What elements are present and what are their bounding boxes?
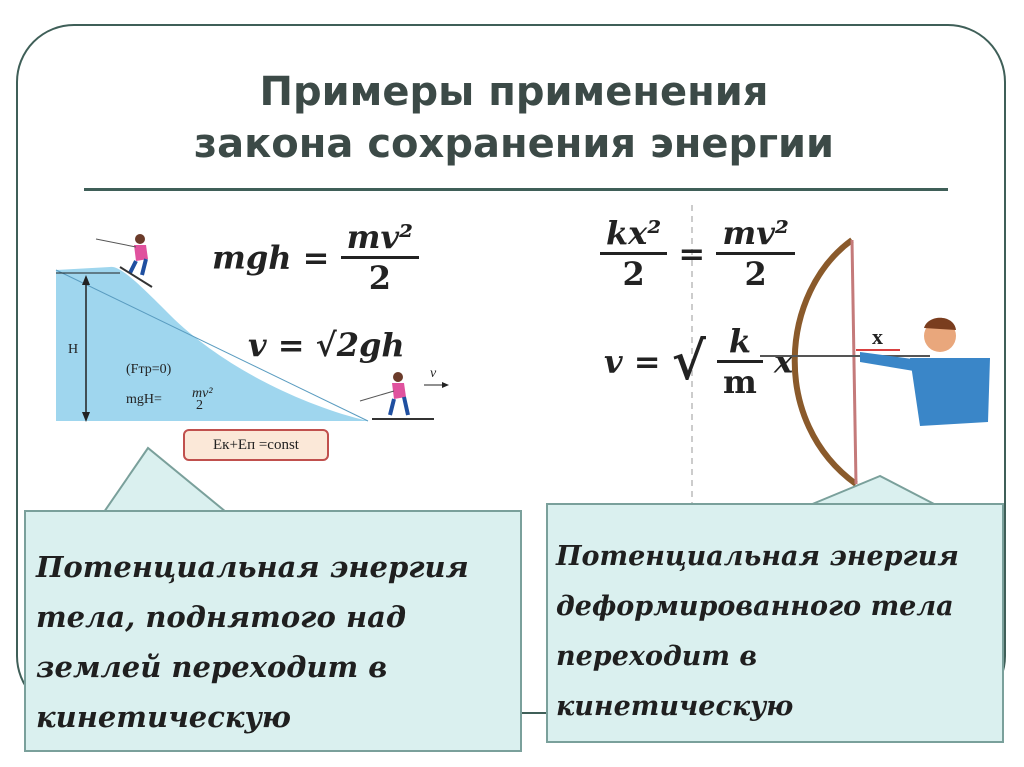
archer-illustration: x <box>760 237 990 487</box>
energy-label-denominator: 2 <box>196 398 203 413</box>
archer <box>860 317 990 426</box>
right-line-1: Потенциальная энергия <box>556 541 959 572</box>
bow-string <box>850 239 858 485</box>
stretch-label: x <box>872 324 883 349</box>
left-line-2: тела, поднятого над <box>36 600 407 634</box>
formula-velocity-gravity-text: v = √2gh <box>248 326 405 364</box>
formula-velocity-gravity: v = √2gh <box>248 326 405 364</box>
right-callout-text: Потенциальная энергия деформированного т… <box>556 532 959 732</box>
height-label: H <box>68 342 78 357</box>
formula-spring-equals: = <box>678 234 706 273</box>
velocity-label: v <box>430 366 437 381</box>
energy-const-text: Eк+Eп =const <box>213 437 299 453</box>
title-line-2: закона сохранения энергии <box>193 121 835 167</box>
formula-spring-fraction-right: mv² 2 <box>716 214 795 293</box>
formula-gravity-numerator: mv² <box>340 218 420 259</box>
formula-gravity-fraction: mv² 2 <box>340 218 420 297</box>
skier-top <box>95 234 153 288</box>
formula-gravity-lhs: mgh = <box>212 238 330 277</box>
formula-velocity-spring-lhs: v = <box>604 342 661 381</box>
left-callout-box <box>24 510 522 752</box>
right-line-2: деформированного тела <box>556 591 954 622</box>
left-line-4: кинетическую <box>36 700 291 734</box>
right-line-3: переходит в <box>556 641 758 672</box>
left-box-pointer <box>102 446 229 513</box>
left-line-3: землей переходит в <box>36 650 388 684</box>
slope-shape <box>56 233 368 421</box>
skier-bottom <box>359 372 434 420</box>
formula-velocity-spring: v = √ k m x <box>604 322 793 401</box>
right-box-pointer <box>809 474 937 506</box>
sqrt-sign: √ <box>671 331 706 392</box>
slide-title: Примеры применения закона сохранения эне… <box>84 66 944 170</box>
height-arrow-bottom <box>82 412 90 422</box>
formula-velocity-spring-fraction: k m <box>717 322 763 401</box>
right-callout-box <box>546 503 1004 743</box>
slope-surface <box>55 269 369 422</box>
formula-velocity-spring-x: x <box>774 342 794 381</box>
formula-velocity-spring-denominator: m <box>723 363 757 401</box>
energy-label: mgH= <box>126 392 162 407</box>
energy-label-numerator: mv² <box>192 386 213 401</box>
formula-gravity-energy: mgh = mv² 2 <box>212 218 420 297</box>
slope-illustration: H (Fтр=0) mgH= mv² 2 v <box>55 233 449 422</box>
formula-gravity-denominator: 2 <box>368 259 391 297</box>
dashed-separator <box>691 205 693 505</box>
left-callout-text: Потенциальная энергия тела, поднятого на… <box>36 542 469 742</box>
bow <box>791 237 858 487</box>
formula-spring-energy: kx² 2 = mv² 2 <box>600 214 795 293</box>
formula-velocity-spring-numerator: k <box>717 322 763 363</box>
title-line-1: Примеры применения <box>259 69 769 115</box>
title-divider <box>84 188 948 191</box>
energy-const-box: Eк+Eп =const <box>183 429 329 461</box>
velocity-arrowhead <box>442 382 449 388</box>
formula-spring-denominator-right: 2 <box>744 255 767 293</box>
right-line-4: кинетическую <box>556 691 794 722</box>
formula-spring-denominator-left: 2 <box>622 255 645 293</box>
formula-spring-numerator-right: mv² <box>716 214 795 255</box>
friction-label: (Fтр=0) <box>126 362 172 377</box>
height-arrow-top <box>82 275 90 285</box>
formula-spring-fraction-left: kx² 2 <box>600 214 668 293</box>
formula-spring-numerator-left: kx² <box>600 214 668 255</box>
left-line-1: Потенциальная энергия <box>36 550 469 584</box>
